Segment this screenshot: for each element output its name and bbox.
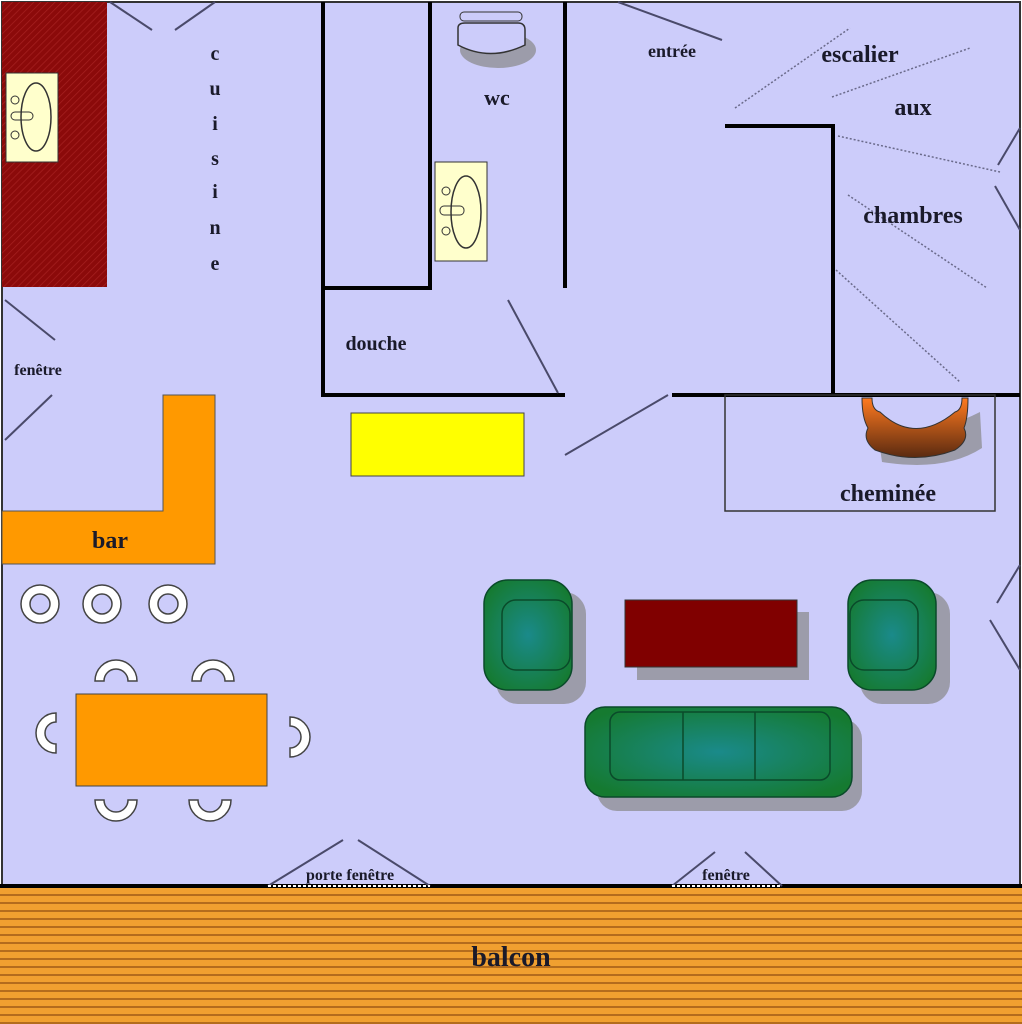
coffee-table — [624, 599, 798, 668]
fireplace-label: cheminée — [840, 481, 936, 507]
svg-text:n: n — [209, 217, 220, 239]
balcony — [0, 886, 1022, 1024]
entrance-label: entrée — [648, 41, 696, 61]
bottom-window: fenêtre — [671, 851, 783, 887]
svg-text:i: i — [212, 113, 218, 135]
yellow-furniture — [350, 412, 525, 477]
stairs-label-3: chambres — [863, 203, 963, 229]
wc-sink-icon — [434, 161, 488, 262]
fireplace-icon — [861, 397, 982, 465]
fireplace-area — [724, 394, 996, 512]
right-window-bottom — [989, 564, 1021, 671]
svg-text:e: e — [211, 253, 220, 275]
svg-text:i: i — [212, 181, 218, 203]
kitchen-door — [109, 1, 216, 31]
toilet-icon — [457, 11, 536, 68]
dining-chairs — [35, 659, 311, 822]
chair — [94, 659, 138, 682]
stairs-label-2: aux — [894, 95, 931, 121]
dining-table — [75, 693, 268, 787]
chair — [35, 712, 57, 754]
bathroom-walls — [321, 2, 567, 397]
stairs-label-1: escalier — [821, 42, 899, 68]
entrance-door — [617, 1, 723, 41]
kitchen-label: c u i s i n e — [209, 43, 220, 275]
kitchen-sink-icon — [5, 72, 59, 163]
svg-text:s: s — [211, 148, 219, 170]
french-window-label: porte fenêtre — [306, 867, 394, 884]
chair — [188, 799, 232, 822]
left-window: fenêtre — [4, 299, 62, 441]
svg-text:u: u — [209, 78, 220, 100]
armchair-left — [483, 579, 586, 704]
chair — [191, 659, 235, 682]
shower-label: douche — [345, 333, 406, 355]
chair — [289, 716, 311, 758]
stairs-lines — [734, 27, 1001, 383]
svg-text:c: c — [211, 43, 220, 65]
bar-stools — [20, 584, 188, 624]
left-window-label: fenêtre — [14, 362, 62, 379]
armchair-right — [847, 579, 950, 704]
chair — [94, 799, 138, 822]
bar-counter — [1, 394, 216, 565]
bottom-window-label: fenêtre — [702, 867, 750, 884]
french-window: porte fenêtre — [267, 839, 431, 887]
balcony-label: balcon — [471, 942, 551, 973]
bar-label: bar — [92, 528, 128, 554]
sofa — [584, 706, 862, 811]
right-window-top — [994, 127, 1021, 231]
wc-label: wc — [484, 85, 510, 110]
